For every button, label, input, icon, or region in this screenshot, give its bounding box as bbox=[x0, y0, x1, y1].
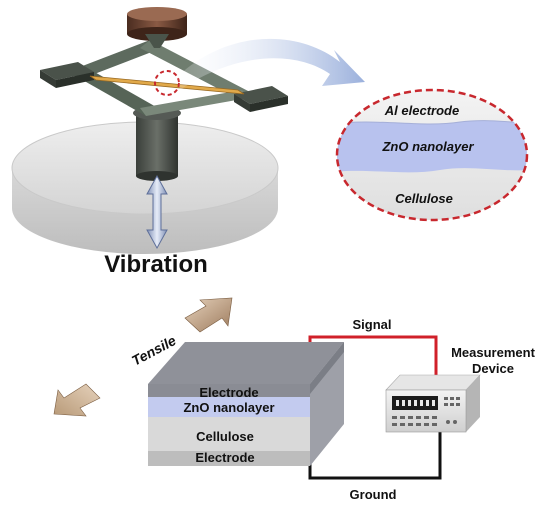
stack-electrode-top bbox=[148, 384, 310, 397]
layer-stack: Electrode ZnO nanolayer Cellulose Electr… bbox=[148, 342, 344, 466]
ground-label: Ground bbox=[350, 487, 397, 502]
device-display-digits bbox=[396, 400, 435, 406]
layer-inset: Al electrode ZnO nanolayer Cellulose bbox=[335, 88, 529, 222]
vibration-setup: Vibration bbox=[11, 7, 365, 278]
top-knob bbox=[127, 7, 187, 48]
device-label-line2: Device bbox=[472, 361, 514, 376]
tensile-arrow-up-right-icon bbox=[184, 297, 233, 333]
stack-electrode-bottom bbox=[148, 451, 310, 466]
stack-zno-label: ZnO nanolayer bbox=[183, 400, 274, 415]
vibration-arrow-icon bbox=[146, 174, 168, 250]
stack-cellulose-layer bbox=[148, 417, 310, 451]
measurement-device bbox=[385, 374, 481, 433]
device-buttons bbox=[392, 397, 460, 426]
signal-label: Signal bbox=[352, 317, 391, 332]
shaker-pillar bbox=[133, 106, 181, 181]
device-label-line1: Measurement bbox=[451, 345, 535, 360]
stack-electrode-bottom-label: Electrode bbox=[195, 450, 254, 465]
sample-strip bbox=[89, 75, 245, 95]
inset-zno-label: ZnO nanolayer bbox=[381, 139, 474, 154]
vibration-label: Vibration bbox=[104, 251, 208, 278]
stack-electrode-top-label: Electrode bbox=[199, 385, 258, 400]
stack-zno-layer bbox=[148, 397, 310, 417]
inset-al-electrode-label: Al electrode bbox=[384, 103, 459, 118]
zoom-arrow bbox=[178, 38, 365, 90]
tensile-arrow-down-left-icon bbox=[53, 383, 101, 417]
inset-cellulose-label: Cellulose bbox=[395, 191, 453, 206]
stack-cellulose-label: Cellulose bbox=[196, 429, 254, 444]
